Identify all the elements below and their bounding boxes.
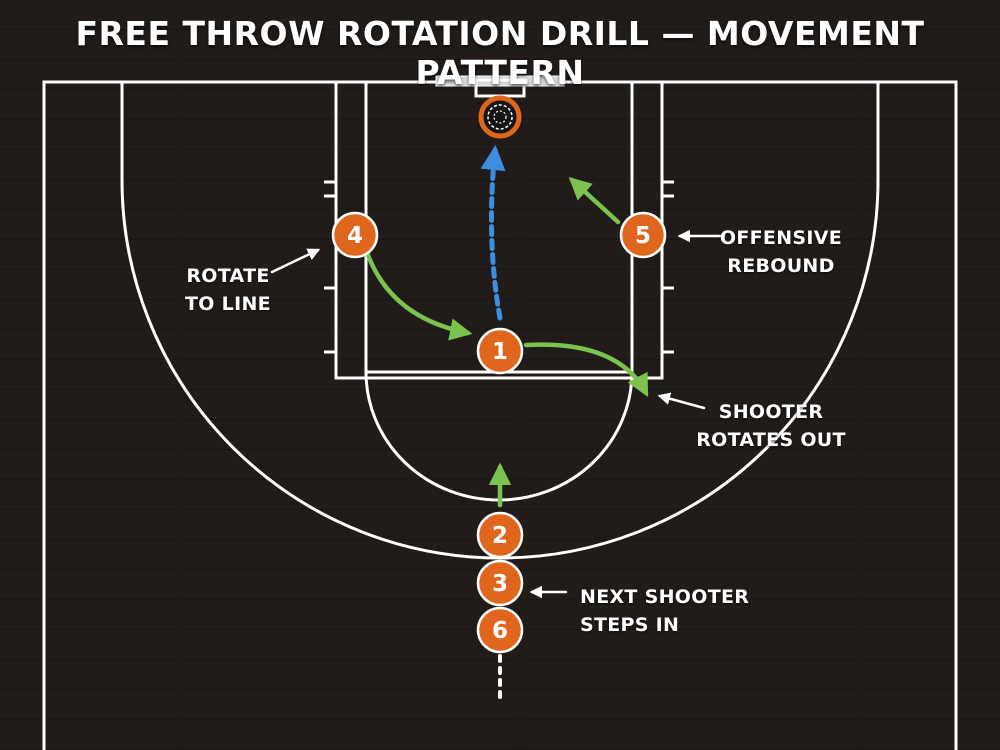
player-4-label: 4: [347, 223, 363, 249]
player-1-label: 1: [492, 339, 508, 365]
callout-next-shooter-line2: STEPS IN: [580, 614, 680, 636]
callout-shooter-rotates-out-line1: SHOOTER: [718, 401, 824, 423]
page-title: FREE THROW ROTATION DRILL — MOVEMENT PAT…: [75, 14, 925, 92]
callout-shooter-rotates-out-line2: ROTATES OUT: [696, 429, 846, 451]
callout-next-shooter-line1: NEXT SHOOTER: [580, 586, 750, 608]
callout-offensive-rebound-line1: OFFENSIVE: [719, 227, 843, 249]
hoop-rim: [478, 95, 522, 139]
player-6-label: 6: [492, 618, 508, 644]
callout-rotate-to-line-line2: TO LINE: [185, 293, 271, 315]
player-2-label: 2: [492, 523, 508, 549]
player-2: 2: [476, 511, 524, 559]
callout-shooter-rotates-out: SHOOTER ROTATES OUT: [686, 398, 856, 454]
player-4: 4: [331, 211, 379, 259]
player-5: 5: [619, 211, 667, 259]
player-5-label: 5: [635, 223, 651, 249]
rotates-out-arrow: [523, 342, 649, 397]
rebound-arrow: [568, 176, 621, 225]
movement-arrows: [365, 145, 649, 702]
callout-pointers: [270, 229, 726, 599]
rotate-to-line-arrow: [365, 252, 473, 341]
player-3-label: 3: [492, 571, 508, 597]
pointer-rotate-to-line: [270, 248, 321, 274]
player-1: 1: [476, 327, 524, 375]
callout-rotate-to-line: ROTATE TO LINE: [168, 262, 288, 318]
pointer-rotates-out: [657, 392, 706, 410]
callout-next-shooter: NEXT SHOOTER STEPS IN: [580, 583, 750, 639]
callout-offensive-rebound-line2: REBOUND: [727, 255, 835, 277]
player-3: 3: [476, 559, 524, 607]
callout-offensive-rebound: OFFENSIVE REBOUND: [716, 224, 846, 280]
callout-rotate-to-line-line1: ROTATE: [186, 265, 270, 287]
shot-arrow: [480, 145, 506, 321]
players: 1 2 3 6 4 5: [331, 211, 667, 654]
player-6: 6: [476, 606, 524, 654]
